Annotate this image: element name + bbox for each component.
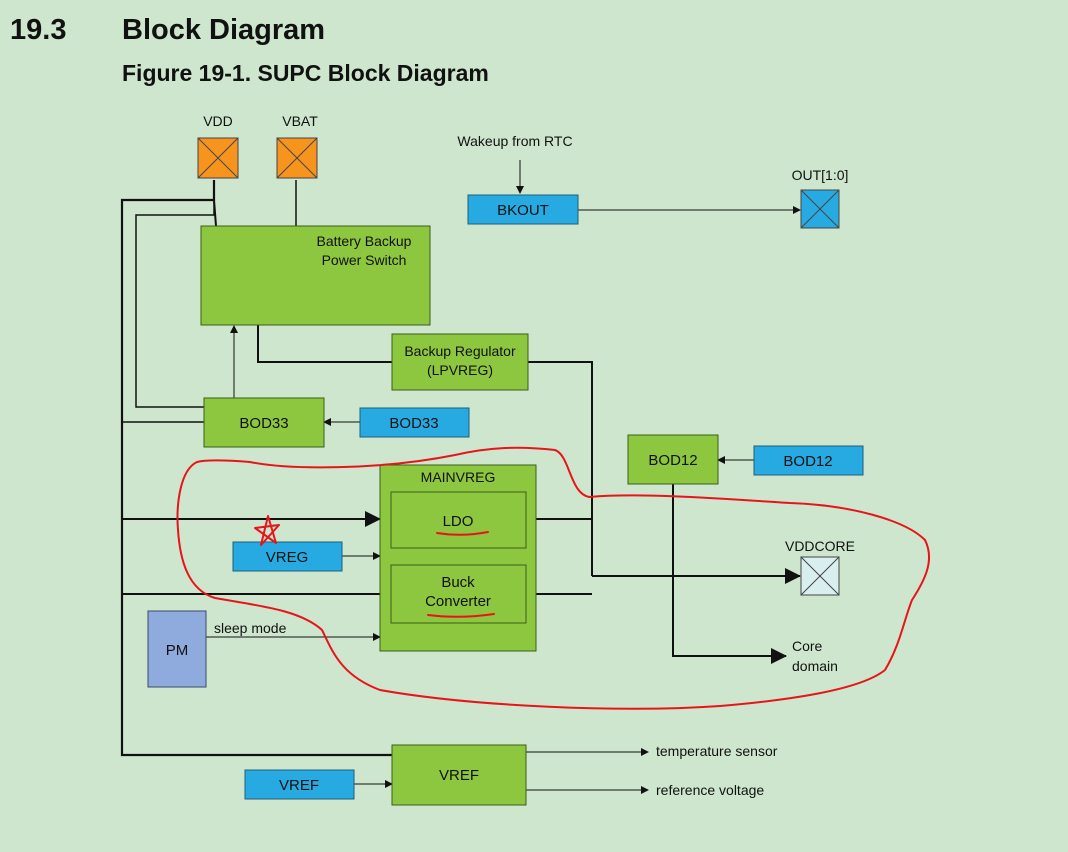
- bod33-block: BOD33: [203, 397, 325, 448]
- sleep-mode-label: sleep mode: [214, 620, 287, 636]
- backup-regulator: Backup Regulator (LPVREG): [391, 333, 529, 391]
- svg-text:BOD12: BOD12: [783, 453, 832, 470]
- pin-vbat: VBAT: [276, 113, 318, 179]
- svg-text:Backup Regulator: Backup Regulator: [404, 343, 516, 359]
- ldo-block: LDO: [390, 491, 527, 549]
- figure-title: Figure 19-1. SUPC Block Diagram: [122, 60, 489, 86]
- buck-converter-block: Buck Converter: [390, 564, 527, 624]
- star-doodle-icon: [254, 515, 280, 546]
- annotation-outline: [176, 446, 930, 710]
- battery-backup-switch: Battery Backup Power Switch: [200, 225, 431, 326]
- vdd-main-bus: [120, 180, 392, 757]
- section-title: Block Diagram: [122, 14, 326, 46]
- svg-text:Converter: Converter: [425, 593, 491, 610]
- svg-text:VREF: VREF: [439, 767, 479, 784]
- svg-text:BOD33: BOD33: [239, 415, 288, 432]
- bod12-core-line: [672, 484, 787, 664]
- vbat-label: VBAT: [282, 113, 318, 129]
- core-domain-label-1: Core: [792, 638, 823, 654]
- vreg-register: VREG: [232, 541, 343, 572]
- bkout-register: BKOUT: [467, 194, 579, 225]
- svg-text:VREG: VREG: [266, 549, 309, 566]
- pin-vdd: VDD: [197, 113, 239, 179]
- red-annotations: [176, 446, 930, 710]
- bod12-block: BOD12: [627, 434, 719, 485]
- vref-register: VREF: [244, 769, 355, 800]
- svg-text:BKOUT: BKOUT: [497, 202, 549, 219]
- svg-text:PM: PM: [166, 642, 189, 659]
- pin-out: OUT[1:0]: [792, 167, 849, 229]
- svg-text:(LPVREG): (LPVREG): [427, 362, 493, 378]
- bod12-register: BOD12: [753, 445, 864, 476]
- svg-text:Power Switch: Power Switch: [322, 252, 407, 268]
- svg-text:BOD12: BOD12: [648, 452, 697, 469]
- section-number: 19.3: [10, 14, 67, 46]
- svg-text:Buck: Buck: [441, 574, 475, 591]
- mainvreg-label: MAINVREG: [421, 469, 496, 485]
- core-domain-label-2: domain: [792, 658, 838, 674]
- ldo-underline: [436, 531, 489, 536]
- buck-underline: [427, 613, 495, 618]
- svg-text:VREF: VREF: [279, 777, 319, 794]
- backup-reg-out: [528, 361, 593, 576]
- out-label: OUT[1:0]: [792, 167, 849, 183]
- svg-text:LDO: LDO: [443, 513, 474, 530]
- pin-vddcore: VDDCORE: [785, 538, 855, 596]
- vref-block: VREF: [391, 744, 527, 806]
- reference-voltage-label: reference voltage: [656, 782, 764, 798]
- pm-block: PM: [147, 610, 207, 688]
- wakeup-label: Wakeup from RTC: [457, 133, 572, 149]
- svg-text:Battery Backup: Battery Backup: [317, 233, 412, 249]
- svg-text:BOD33: BOD33: [389, 415, 438, 432]
- vdd-label: VDD: [203, 113, 233, 129]
- vddcore-label: VDDCORE: [785, 538, 855, 554]
- bod33-register: BOD33: [359, 407, 470, 438]
- temperature-sensor-label: temperature sensor: [656, 743, 778, 759]
